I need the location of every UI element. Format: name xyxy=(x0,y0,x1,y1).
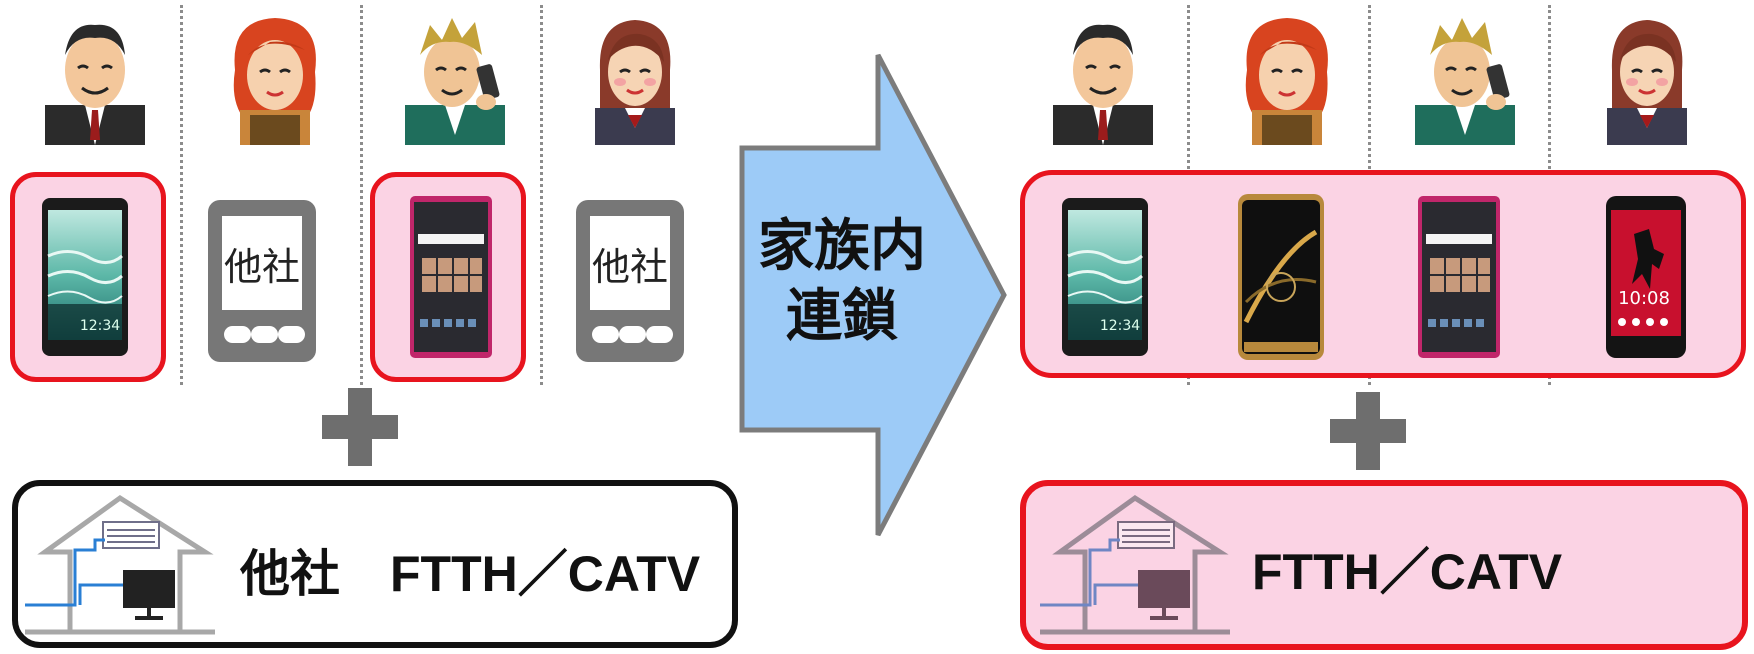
clock-text: 12:34 xyxy=(80,318,120,334)
clock-text: 10:08 xyxy=(1618,288,1670,309)
clock-text: 12:34 xyxy=(1100,318,1140,334)
arrow-label: 家族内 連鎖 xyxy=(732,212,952,352)
smartphone-icon: 12:34 xyxy=(42,198,128,356)
other-carrier-phone: 他社 xyxy=(576,200,684,362)
home-service-box xyxy=(1020,480,1748,650)
column-divider xyxy=(360,5,363,385)
smartphone-icon: 12:34 xyxy=(1062,198,1148,356)
smartphone-icon xyxy=(1418,196,1500,358)
woman-student-avatar xyxy=(1607,20,1687,145)
left-home-label: 他社 FTTH／CATV xyxy=(240,546,701,602)
column-divider xyxy=(540,5,543,385)
man-phone-avatar xyxy=(405,18,505,145)
woman-student-avatar xyxy=(595,20,675,145)
other-carrier-phone: 他社 xyxy=(208,200,316,362)
plus-icon xyxy=(1330,392,1406,470)
woman-redhair-avatar xyxy=(1245,18,1328,145)
other-carrier-label: 他社 xyxy=(223,244,300,289)
house-icon xyxy=(1040,494,1230,635)
man-suit-avatar xyxy=(45,24,145,145)
smartphone-icon xyxy=(410,196,492,358)
man-suit-avatar xyxy=(1053,24,1153,145)
woman-redhair-avatar xyxy=(233,18,316,145)
right-home-label: FTTH／CATV xyxy=(1252,544,1563,600)
arrow-right xyxy=(739,53,1007,537)
man-phone-avatar xyxy=(1415,18,1515,145)
house-icon xyxy=(25,494,215,635)
other-carrier-label: 他社 xyxy=(591,244,668,289)
arrow-label-line1: 家族内 xyxy=(758,214,926,279)
plus-icon xyxy=(322,388,398,466)
smartphone-icon: 10:08 xyxy=(1606,196,1686,358)
column-divider xyxy=(180,5,183,385)
arrow-label-line2: 連鎖 xyxy=(786,284,898,349)
smartphone-icon xyxy=(1238,194,1324,360)
